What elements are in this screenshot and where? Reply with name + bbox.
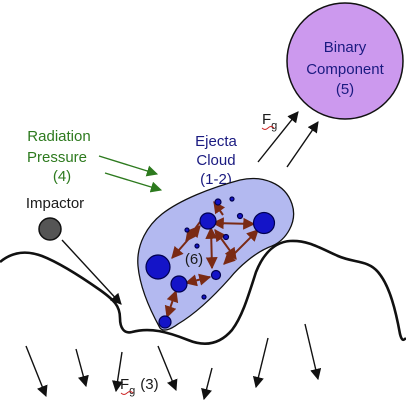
gravity-arrow-upper-1	[257, 111, 299, 163]
radiation-label-line2: Pressure	[27, 149, 87, 166]
particle-tiny-6	[222, 233, 230, 241]
binary-component-label-line1: Binary	[324, 39, 367, 56]
collision-arrow-9	[185, 221, 201, 242]
gravity-top-label: Fg	[261, 111, 277, 132]
gravity-arrow-lower-1	[25, 345, 48, 398]
collision-label: (6)	[185, 251, 203, 268]
gravity-bottom-subscript: g	[129, 385, 135, 397]
gravity-arrow-upper-2	[286, 121, 319, 168]
particle-tiny-4	[184, 227, 190, 233]
collision-arrow-7	[164, 289, 179, 319]
gravity-arrow-lower-6	[252, 337, 269, 389]
particle-mid-lower	[170, 275, 188, 293]
particle-tiny-1	[214, 198, 222, 206]
collision-arrow-3	[205, 226, 218, 270]
radiation-label-line1: Radiation	[27, 128, 90, 145]
gravity-arrow-lower-5	[201, 367, 213, 401]
gravity-top-subscript: g	[271, 120, 277, 132]
gravity-arrow-lower-3	[111, 351, 124, 393]
gravity-arrow-lower-2	[75, 348, 89, 388]
surface-outline	[0, 239, 406, 345]
ejecta-label-line2: Cloud	[196, 152, 235, 169]
gravity-top-squiggle	[261, 126, 275, 130]
svg-text:Fg(3): Fg (3)	[120, 376, 159, 397]
impactor-body	[38, 217, 62, 241]
gravity-arrow-lower-7	[304, 323, 322, 381]
ejecta-label-line1: Ejecta	[195, 133, 237, 150]
gravity-bottom-symbol: F	[120, 376, 129, 393]
gravity-bottom-label: Fg (3)	[120, 376, 159, 397]
particle-small-bottom	[158, 315, 172, 329]
collision-arrows	[164, 201, 259, 319]
ejecta-particles	[145, 196, 276, 329]
ejecta-label-line3: (1-2)	[200, 171, 232, 188]
particle-mid-top	[199, 212, 217, 230]
particle-large-left	[145, 254, 171, 280]
particle-large-right	[252, 211, 276, 235]
particle-tiny-2	[236, 212, 244, 220]
collision-arrow-6	[184, 273, 212, 287]
particle-tiny-7	[194, 243, 200, 249]
gravity-bottom-number: (3)	[140, 376, 158, 393]
gravity-top-symbol: F	[262, 111, 271, 128]
radiation-arrow-2	[104, 172, 163, 193]
radiation-label-line3: (4)	[53, 168, 71, 185]
binary-component-label-line2: Component	[306, 61, 384, 78]
svg-text:Fg: Fg	[262, 111, 277, 132]
impactor-label: Impactor	[26, 195, 84, 212]
gravity-bottom-squiggle	[120, 391, 134, 395]
collision-arrow-1	[211, 217, 256, 230]
gravity-arrow-lower-4	[157, 345, 178, 392]
gravity-arrows-lower	[25, 323, 322, 401]
impactor-trajectory-arrow	[61, 239, 122, 305]
binary-component-body	[286, 2, 404, 120]
radiation-arrow-1	[98, 155, 159, 177]
binary-component-label-line3: (5)	[336, 81, 354, 98]
particle-small-center	[210, 269, 222, 281]
particle-tiny-5	[201, 294, 207, 300]
collision-arrow-5	[223, 229, 259, 265]
particle-tiny-3	[229, 196, 235, 202]
